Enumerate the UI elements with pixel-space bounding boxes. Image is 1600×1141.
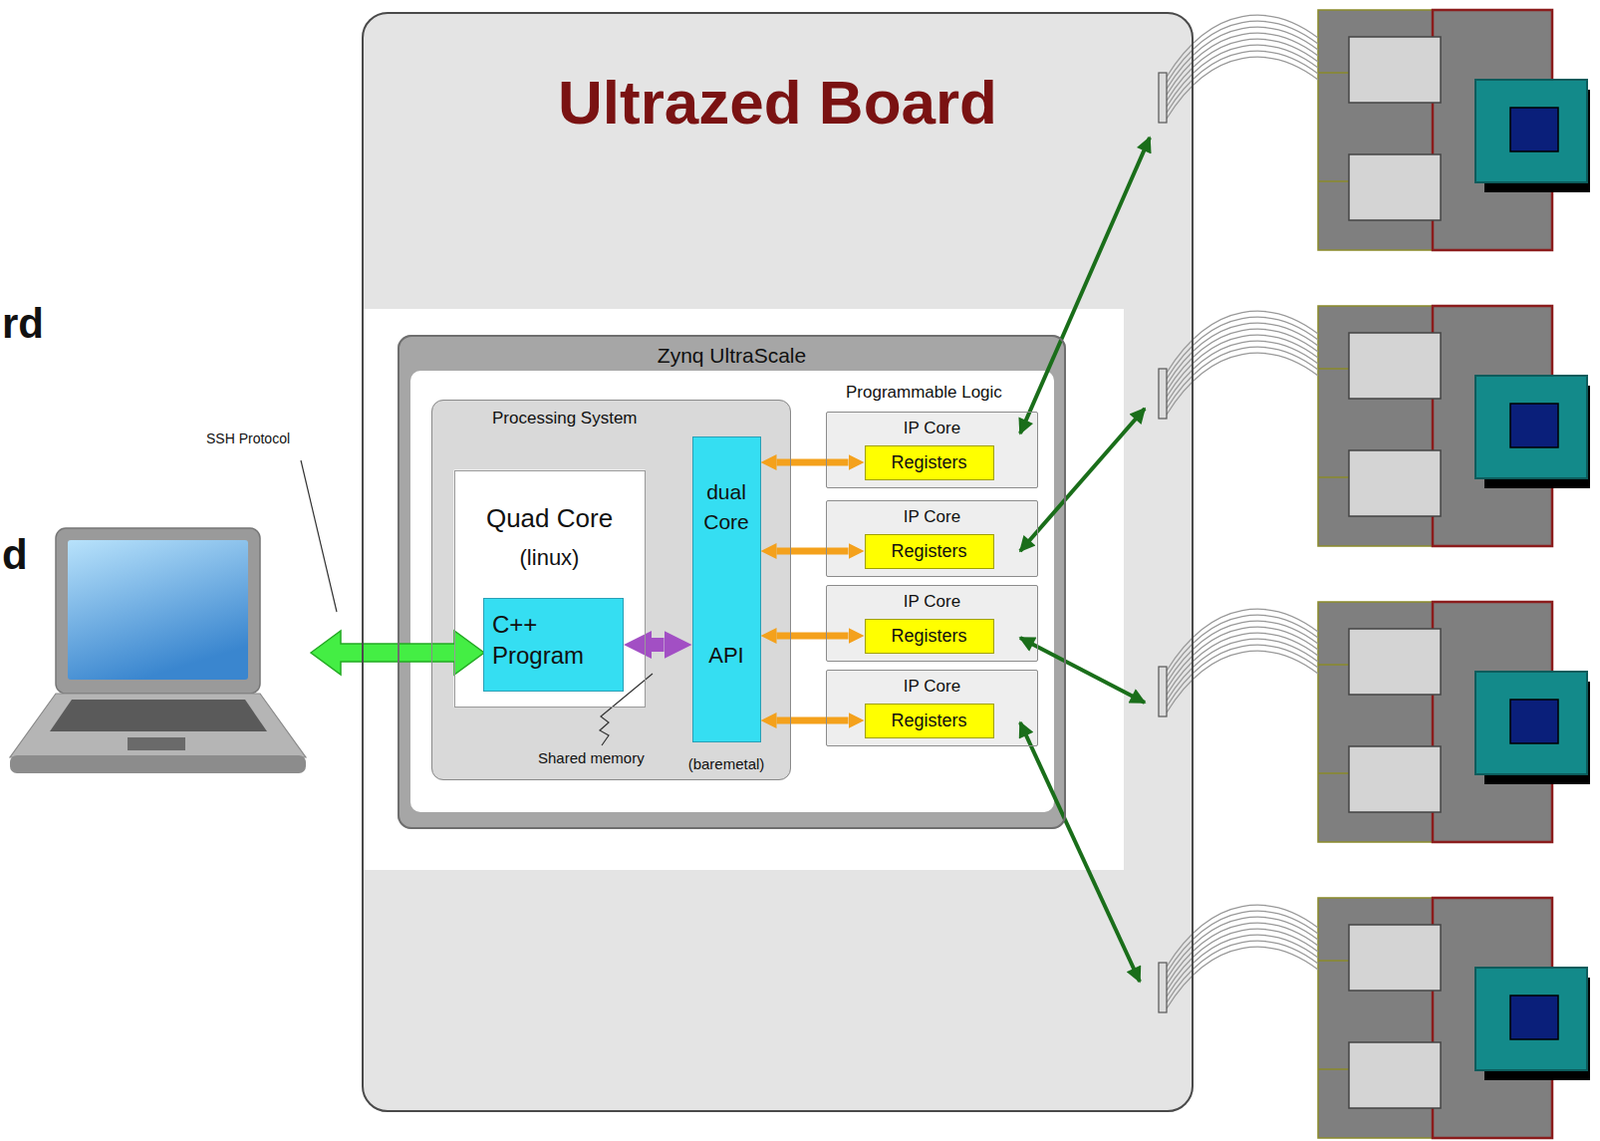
board-band: [362, 308, 1124, 870]
register-bus: [777, 459, 849, 467]
node-title: Registers: [865, 540, 994, 563]
ip-core-box-fill: [825, 500, 1039, 577]
register-box: Registers: [864, 445, 995, 481]
api-core-box: dual CoreAPI(baremetal): [692, 436, 762, 743]
node-title: Registers: [865, 710, 994, 733]
laptop-icon: [9, 528, 306, 774]
register-box: Registers: [864, 618, 995, 654]
node-text: (linux): [455, 544, 645, 571]
cpu-cluster-box: Quad Core (linux) C++ Program: [454, 470, 646, 708]
laptop-base: [9, 693, 306, 758]
node-title: Registers: [865, 452, 994, 475]
ip-core-box-fill: [825, 669, 1039, 747]
callout-label: SSH Protocol: [206, 430, 290, 448]
ribbon-cable: [1158, 310, 1319, 419]
node-title: Ultrazed Board: [557, 65, 998, 140]
node-title: Processing System: [492, 408, 638, 429]
register-box: Registers: [864, 533, 995, 569]
laptop-front: [9, 755, 306, 774]
register-bus: [777, 717, 849, 725]
ip-core-box: IP CoreRegisters: [825, 669, 1039, 747]
node-title: dual Core: [693, 477, 761, 538]
processing-system-box-fill: [431, 399, 792, 781]
peripheral-board: [1318, 601, 1591, 842]
cut-heading: d: [1, 530, 28, 580]
node-text: (baremetal): [688, 755, 766, 774]
node-title: C++ Program: [492, 608, 610, 671]
cpu-cluster-box-fill: [454, 470, 646, 708]
node-title: IP Core: [826, 507, 1038, 528]
ribbon-cable: [1158, 904, 1319, 1013]
io-arrow: [1020, 137, 1150, 434]
program-box: C++ Program: [483, 597, 624, 692]
node-title: IP Core: [826, 591, 1038, 612]
node-title: IP Core: [826, 676, 1038, 697]
laptop-trackpad: [127, 737, 186, 751]
ip-core-box: IP CoreRegisters: [825, 411, 1039, 489]
io-arrow: [1020, 637, 1145, 703]
laptop-keyboard: [49, 699, 267, 732]
ip-core-box: IP CoreRegisters: [825, 584, 1039, 662]
ribbon-cable: [1158, 608, 1319, 717]
node-title: IP Core: [826, 418, 1038, 439]
board-outline-fill: [361, 11, 1194, 1112]
leader-line: [300, 460, 337, 612]
laptop-lid: [55, 528, 261, 694]
callout-label: Shared memory: [537, 749, 645, 768]
node-title: Quad Core: [455, 503, 645, 534]
ip-core-box-fill: [825, 411, 1039, 489]
peripheral-board: [1318, 897, 1591, 1138]
region-label: Programmable Logic: [845, 382, 1003, 403]
soc-box-fill: [397, 334, 1067, 829]
peripheral-board: [1318, 9, 1591, 251]
node-title: Zynq UltraScale: [657, 342, 806, 368]
node-title: Registers: [865, 625, 994, 648]
processing-system-box: Processing SystemQuad Core (linux) C++ Pro…: [431, 399, 792, 781]
soc-box: Zynq UltraScaleProcessing SystemQuad Cor…: [397, 334, 1067, 829]
register-box: Registers: [864, 703, 995, 739]
ribbon-cable: [1158, 14, 1319, 123]
soc-inner-panel: [410, 370, 1055, 812]
register-bus: [777, 632, 849, 640]
register-bus: [777, 547, 849, 555]
laptop-screen: [67, 539, 249, 680]
ip-core-box: IP CoreRegisters: [825, 500, 1039, 577]
io-arrow: [1020, 722, 1140, 982]
board-outline: Ultrazed BoardZynq UltraScaleProcessing …: [361, 11, 1194, 1112]
peripheral-board: [1318, 305, 1591, 546]
cut-heading: rd: [1, 298, 44, 349]
ip-core-box-fill: [825, 584, 1039, 662]
io-arrow: [1020, 408, 1145, 551]
node-text: API: [693, 642, 761, 669]
shared-memory-link: [651, 637, 665, 652]
